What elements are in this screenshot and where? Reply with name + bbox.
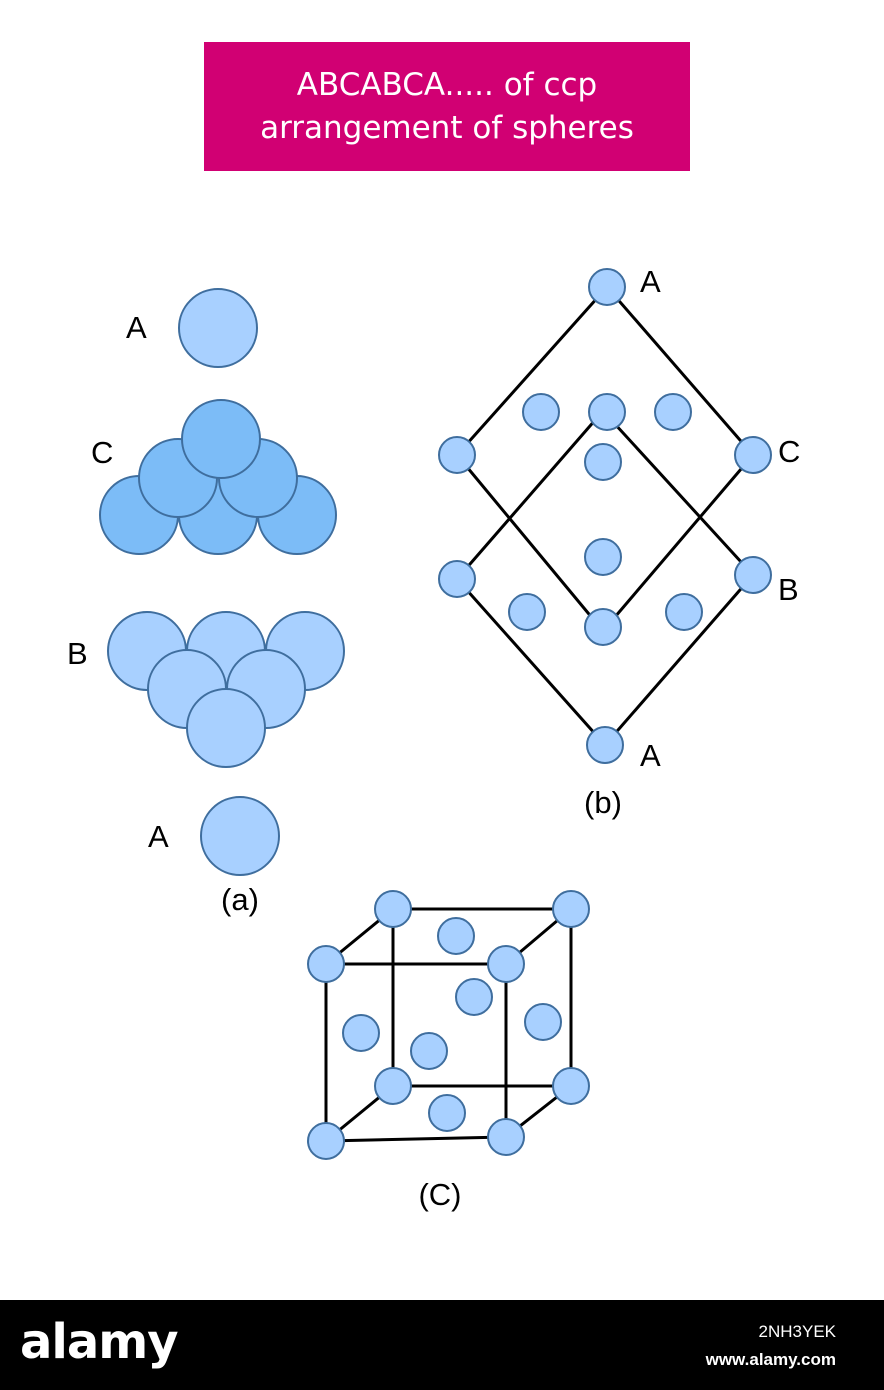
atom-sphere: [584, 538, 622, 576]
caption-a: (a): [221, 882, 259, 917]
label-b-lower-right: B: [778, 572, 799, 607]
spheres-b: [438, 268, 772, 764]
rhombus-edge: [455, 578, 607, 746]
atom-sphere: [734, 436, 772, 474]
atom-sphere: [307, 1122, 345, 1160]
footer-bar: alamy 2NH3YEK www.alamy.com: [0, 1300, 884, 1390]
rhombus-edge: [601, 409, 755, 577]
atom-sphere: [342, 1014, 380, 1052]
sphere-a-top: [178, 288, 258, 368]
panel-a: A C B A (a): [67, 288, 345, 917]
rhombus-edge: [601, 454, 755, 632]
atom-sphere: [734, 556, 772, 594]
layer-label-c: C: [91, 435, 113, 470]
label-b-upper-right: C: [778, 434, 800, 469]
atom-sphere: [508, 593, 546, 631]
atom-sphere: [487, 945, 525, 983]
atom-sphere: [374, 890, 412, 928]
atom-sphere: [374, 1067, 412, 1105]
atom-sphere: [428, 1094, 466, 1132]
atom-sphere: [455, 978, 493, 1016]
atom-sphere: [437, 917, 475, 955]
cube-edge: [325, 1135, 507, 1143]
atom-sphere: [552, 1067, 590, 1105]
atom-sphere: [588, 268, 626, 306]
title-banner: ABCABCA..... of ccp arrangement of spher…: [204, 42, 690, 171]
title-line-2: arrangement of spheres: [260, 109, 634, 146]
sphere-layer-b: [186, 688, 266, 768]
layer-label-a-top: A: [126, 310, 147, 345]
rhombus-edge: [605, 286, 755, 456]
atom-sphere: [438, 560, 476, 598]
sphere-a-bottom: [200, 796, 280, 876]
spheres-c: [307, 890, 590, 1160]
atom-sphere: [588, 393, 626, 431]
atom-sphere: [410, 1032, 448, 1070]
title-line-1: ABCABCA..... of ccp: [296, 66, 598, 103]
atom-sphere: [487, 1118, 525, 1156]
atom-sphere: [584, 608, 622, 646]
rhombus-edge: [603, 574, 755, 746]
sphere-layer-c: [181, 399, 261, 479]
atom-sphere: [584, 443, 622, 481]
atom-sphere: [552, 890, 590, 928]
atom-sphere: [524, 1003, 562, 1041]
panel-b: A C B A (b): [438, 264, 800, 820]
rhombus-edge: [455, 286, 609, 456]
rhombus-edge: [455, 454, 605, 632]
panel-c: (C): [307, 890, 590, 1212]
label-b-top: A: [640, 264, 661, 299]
label-b-bottom: A: [640, 738, 661, 773]
layer-label-b: B: [67, 636, 88, 671]
atom-sphere: [522, 393, 560, 431]
ccp-diagram: A C B A (a) A C B A (b) (C): [67, 264, 800, 1212]
rhombus-lines-b: [455, 286, 755, 746]
image-id: 2NH3YEK: [758, 1322, 836, 1341]
rhombus-edge: [455, 410, 605, 580]
watermark-logo: alamy: [20, 1314, 179, 1370]
atom-sphere: [654, 393, 692, 431]
atom-sphere: [438, 436, 476, 474]
caption-b: (b): [584, 785, 622, 820]
layer-label-a-bottom: A: [148, 819, 169, 854]
site-url: www.alamy.com: [705, 1350, 836, 1369]
atom-sphere: [586, 726, 624, 764]
sphere-layers-a: [99, 288, 345, 876]
atom-sphere: [665, 593, 703, 631]
caption-c: (C): [418, 1177, 461, 1212]
atom-sphere: [307, 945, 345, 983]
